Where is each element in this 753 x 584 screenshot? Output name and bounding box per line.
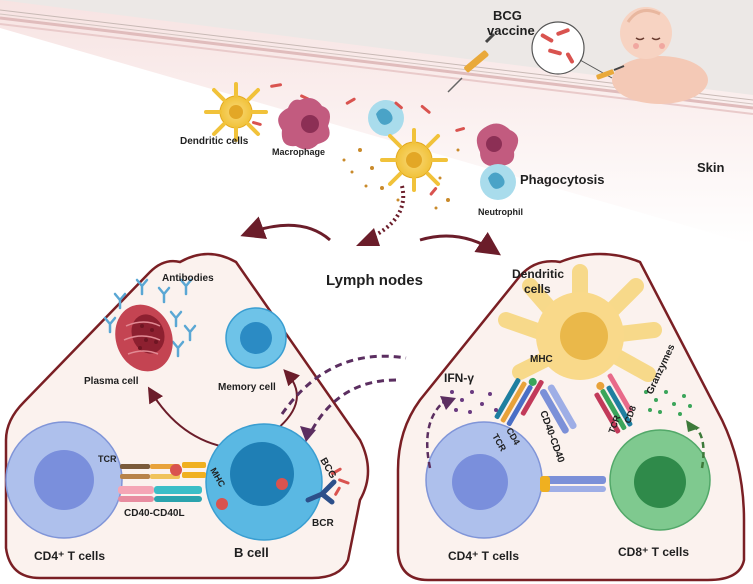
ifn-gamma-label: IFN-γ — [444, 371, 474, 385]
cd40-receptors-right — [539, 384, 577, 434]
tcr-cd8-receptors — [594, 373, 633, 434]
antigen-dots — [342, 148, 460, 210]
macrophage-label: Macrophage — [272, 147, 325, 157]
neutrophil-label: Neutrophil — [478, 207, 523, 217]
tcr-mhc-receptors — [120, 462, 206, 479]
arrow-to-memory — [275, 369, 301, 431]
cd40-cd40l-label: CD40-CD40L — [124, 508, 185, 519]
memory-cell — [225, 307, 287, 369]
lymph-nodes-label: Lymph nodes — [326, 272, 423, 289]
cd4-t-cells-label-right: CD4⁺ T cells — [448, 549, 519, 563]
dendritic-cell-center — [380, 128, 448, 192]
migration-arrow — [356, 185, 406, 246]
syringe-icon-small — [596, 65, 625, 80]
b-cell — [205, 423, 323, 541]
phagocytosis-label: Phagocytosis — [520, 172, 605, 187]
baby-illustration — [612, 7, 708, 104]
plasma-cell — [115, 304, 173, 372]
cd40-cd40l-receptors — [118, 486, 202, 502]
b-cell-label: B cell — [234, 545, 269, 560]
mhc-label-right: MHC — [530, 354, 553, 365]
dendritic-cells-label-right-1: Dendritic — [512, 267, 564, 281]
phagocytosis-macrophage — [476, 123, 519, 167]
cd4-t-cell-right — [425, 421, 543, 539]
cd4-cd8-link — [540, 476, 606, 492]
granzymes-dots — [644, 390, 692, 416]
syringe-icon — [447, 32, 496, 93]
phagocytosis-neutrophil — [480, 164, 516, 200]
bcg-bacteria-right — [330, 467, 350, 496]
ifn-arrow — [426, 399, 447, 469]
dendritic-cell-large — [498, 264, 662, 382]
vaccine-label-1: BCG — [493, 8, 522, 23]
tcr-cd4-receptors — [494, 377, 544, 427]
memory-cell-label: Memory cell — [218, 382, 276, 393]
vaccine-label-2: vaccine — [487, 23, 535, 38]
neutrophil-cell — [368, 100, 404, 136]
skin-label: Skin — [697, 160, 725, 175]
macrophage-cell — [278, 98, 330, 150]
antibodies-icon — [103, 278, 197, 358]
cd8-t-cells-label: CD8⁺ T cells — [618, 545, 689, 559]
cd4-t-cell-left — [5, 421, 123, 539]
antibodies-label: Antibodies — [162, 273, 214, 284]
plasma-cell-label: Plasma cell — [84, 376, 139, 387]
lymph-arrow-left — [240, 216, 331, 242]
tcr-label-left: TCR — [98, 454, 117, 464]
dashed-arrow-bcell-to-ifn — [280, 354, 407, 415]
cd4-t-cells-label-left: CD4⁺ T cells — [34, 549, 105, 563]
dashed-arrow-dc-to-bcell — [310, 378, 397, 431]
bcr-receptor — [305, 479, 337, 505]
cd8-t-cell — [609, 429, 711, 531]
dendritic-cell-skin — [204, 82, 268, 142]
lymph-arrow-right — [419, 232, 501, 256]
dendritic-cells-label-right-2: cells — [524, 282, 551, 296]
bcr-label: BCR — [312, 518, 334, 529]
dendritic-cells-label: Dendritic cells — [180, 136, 249, 147]
